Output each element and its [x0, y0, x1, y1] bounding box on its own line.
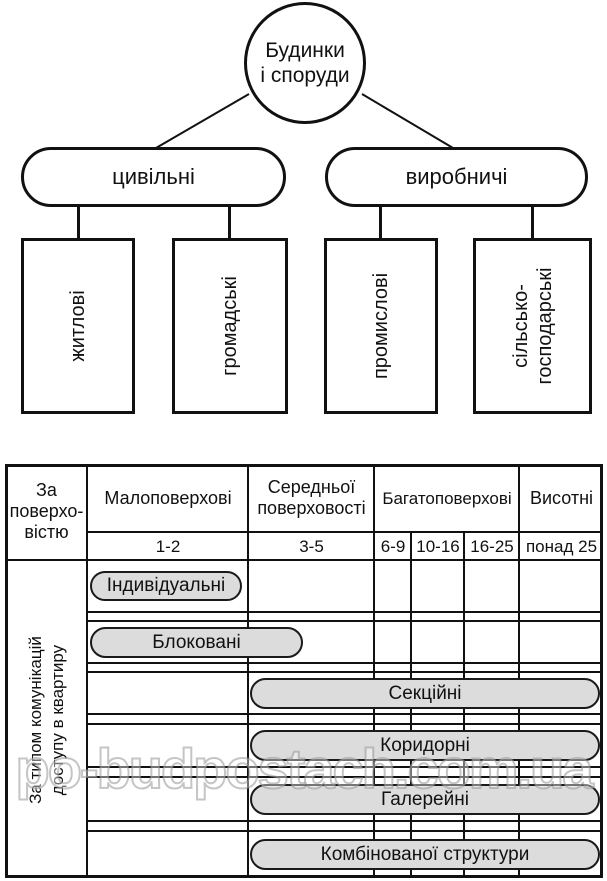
branch-industrial-label: виробничі: [405, 164, 508, 189]
table-grid-line: [87, 662, 603, 664]
table-grid-line: [87, 713, 603, 715]
leaf-residential-label: житлові: [67, 290, 89, 362]
table-grid-line: [87, 531, 603, 533]
subheader-3-5: 3-5: [299, 536, 324, 556]
subheader-10-16: 10-16: [416, 536, 460, 556]
corner-header-by-storeys: За поверхо- вістю: [5, 464, 88, 559]
branch-industrial: виробничі: [325, 147, 588, 207]
table-grid-line: [87, 830, 603, 832]
table-grid-line: [87, 723, 603, 725]
column-header-high-rise: Висотні: [529, 487, 594, 508]
side-category-label-line1: За типом комунікацій: [25, 635, 45, 804]
pill-individual: Індивідуальні: [90, 571, 242, 601]
side-category-label-line2: доступу в квартиру: [47, 644, 67, 795]
table-grid-line: [87, 671, 603, 673]
subheader-1-2: 1-2: [155, 536, 181, 556]
pill-sectional: Секційні: [250, 678, 600, 709]
leaf-industrial: промислові: [324, 238, 438, 414]
subheader-16-25: 16-25: [470, 536, 514, 556]
table-grid-line: [87, 820, 603, 822]
leaf-industrial-label: промислові: [370, 272, 392, 380]
side-category-label: За типом комунікацій доступу в квартиру: [5, 561, 88, 878]
root-node-label-line2: і споруди: [260, 64, 350, 87]
corner-header-line3: вістю: [24, 522, 69, 542]
pill-gallery: Галерейні: [250, 784, 600, 815]
root-node-buildings: Будинки і споруди: [244, 2, 366, 124]
leaf-agricultural-label-line2: господарські: [533, 267, 556, 385]
corner-header-line2: поверхо-: [9, 501, 84, 521]
subheader-over-25: понад 25: [525, 536, 598, 556]
leaf-public: громадські: [172, 238, 288, 414]
branch-civil-label: цивільні: [112, 164, 195, 189]
column-header-low-rise: Малоповерхові: [104, 487, 232, 508]
table-grid-line: [5, 559, 603, 561]
column-header-multi-storey: Багатоповерхові: [382, 488, 512, 508]
connector-stub: [228, 205, 231, 240]
leaf-residential: житлові: [21, 238, 135, 414]
table-grid-line: [87, 620, 603, 622]
leaf-agricultural-label: сільсько- господарські: [509, 267, 557, 384]
connector-stub: [379, 205, 382, 240]
column-header-mid-rise: Середньої поверховості: [257, 477, 366, 518]
root-node-label-line1: Будинки: [265, 39, 345, 62]
corner-header-line1: За: [36, 480, 57, 500]
connector-lines: [155, 93, 454, 149]
leaf-public-label: громадські: [219, 276, 241, 376]
connector-stub: [531, 205, 534, 240]
side-category-label-text: За типом комунікацій доступу в квартиру: [25, 636, 69, 804]
pill-blocked: Блоковані: [90, 627, 303, 658]
subheader-6-9: 6-9: [380, 536, 406, 556]
table-grid-line: [87, 766, 603, 768]
connector-stub: [77, 205, 80, 240]
table-grid-line: [87, 611, 603, 613]
pill-combined: Комбінованої структури: [250, 839, 600, 870]
table-grid-line: [87, 776, 603, 778]
leaf-agricultural-label-line1: сільсько-: [509, 284, 532, 368]
leaf-agricultural: сільсько- господарські: [473, 238, 592, 414]
branch-civil: цивільні: [21, 147, 286, 207]
pill-corridor: Коридорні: [250, 730, 600, 761]
